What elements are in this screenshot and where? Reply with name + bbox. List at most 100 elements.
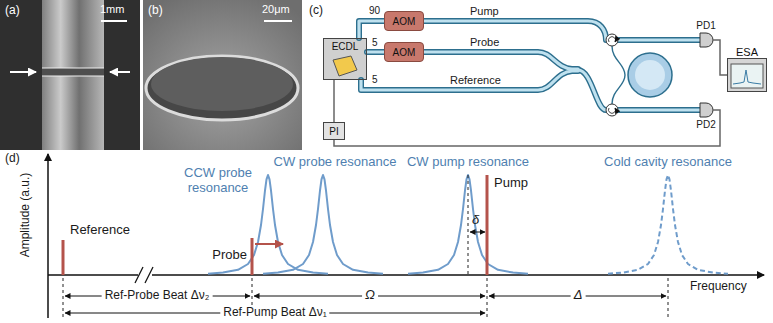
line-label: Probe	[212, 248, 247, 263]
fiber-core	[424, 21, 606, 40]
guide-line	[668, 278, 669, 320]
modulator-box: AOM	[384, 42, 424, 62]
rod-photo	[0, 0, 140, 150]
split-ratio: 5	[372, 37, 378, 49]
fiber-core	[361, 71, 578, 90]
signal-wire	[334, 110, 720, 146]
sem-image	[143, 0, 302, 150]
fiber-core	[618, 108, 700, 111]
resonance-label: CW probe resonance	[274, 155, 397, 170]
wire	[333, 80, 335, 122]
laser-fill	[323, 38, 367, 80]
rod	[42, 0, 104, 150]
rod-groove	[42, 68, 104, 76]
fiber	[618, 107, 700, 113]
disk	[146, 56, 298, 120]
laser-line	[62, 240, 65, 275]
photo-ground	[0, 0, 140, 150]
axis-title: Amplitude (a.u.)	[19, 173, 33, 258]
setup-schematic	[323, 21, 767, 146]
fiber-core	[618, 38, 700, 41]
resonance-label: CW pump resonance	[407, 155, 529, 170]
beam-label: Probe	[470, 36, 499, 49]
photodetector	[700, 33, 713, 47]
scale-bar	[264, 20, 292, 22]
axis	[47, 154, 49, 318]
span-label: Δ	[571, 288, 586, 303]
laser-icon	[333, 56, 357, 76]
pointer-arrow	[10, 71, 36, 73]
guide-line	[63, 278, 64, 320]
groove-edge	[42, 68, 104, 69]
analyzer-screen	[731, 64, 763, 88]
fiber	[361, 71, 578, 90]
axis-break-gap	[138, 268, 152, 282]
fiber-core	[359, 21, 384, 38]
detuning-symbol: δ	[472, 213, 479, 228]
resonator	[628, 53, 672, 97]
box-label: PI	[329, 126, 338, 137]
scale-label: 20μm	[262, 3, 290, 16]
cold-resonance-curve	[608, 175, 728, 274]
laser-line	[486, 175, 489, 275]
fiber	[424, 21, 606, 40]
analyzer-trace	[733, 70, 761, 84]
groove-edge	[42, 76, 104, 77]
line-label: Reference	[70, 223, 130, 238]
beam-label: Reference	[450, 74, 501, 87]
sweep-arrow	[255, 243, 283, 245]
box-label: AOM	[393, 47, 416, 58]
panel-letter: (c)	[309, 4, 323, 18]
panel-letter: (b)	[148, 4, 163, 18]
fiber-core	[424, 52, 578, 69]
circulator-arrow	[608, 37, 615, 42]
axis-break	[145, 267, 153, 283]
axis	[48, 274, 764, 276]
panel-letter: (a)	[5, 4, 20, 18]
panel-letter: (d)	[5, 152, 20, 166]
fiber-core	[367, 50, 384, 53]
box-label: AOM	[393, 16, 416, 27]
resonator-face	[635, 60, 665, 90]
signal-wire	[334, 80, 335, 122]
detector-label: PD1	[696, 20, 715, 32]
resonance-curve	[263, 175, 383, 274]
analyzer-fill	[727, 58, 767, 92]
pointer-arrow	[110, 71, 130, 73]
sem-ground	[143, 0, 302, 150]
spectrum-plot	[48, 154, 764, 320]
guide-line	[487, 278, 488, 320]
fiber	[367, 49, 384, 55]
detuning-arrow	[470, 232, 485, 233]
analyzer-box: ESA	[727, 58, 767, 92]
span-label: Ω	[362, 288, 378, 303]
span-label: Ref-Pump Beat Δν₁	[220, 306, 329, 320]
disk-top	[151, 57, 293, 111]
beam-label: Pump	[470, 5, 499, 18]
scale-bar	[101, 20, 127, 22]
photodetector	[700, 103, 713, 117]
resonance-label: Cold cavity resonance	[604, 155, 732, 170]
circulator	[606, 34, 618, 46]
box-label: ECDL	[332, 41, 359, 52]
modulator-box: AOM	[384, 11, 424, 31]
fiber	[359, 21, 384, 38]
peak-marker	[468, 175, 469, 275]
fiber	[424, 52, 578, 69]
split-ratio: 5	[372, 74, 378, 86]
fiber	[578, 70, 606, 110]
fiber-link	[359, 21, 384, 38]
box-label: ESA	[736, 46, 758, 58]
fiber-core	[578, 70, 606, 110]
axis-title: Frequency	[690, 280, 747, 294]
resonance-label: CCW probe resonance	[176, 166, 260, 196]
span-label: Ref-Probe Beat Δν₂	[102, 289, 213, 303]
scale-label: 1mm	[100, 3, 124, 16]
signal-wire	[713, 40, 727, 75]
line-label: Pump	[494, 176, 528, 191]
laser-box: ECDL	[323, 38, 367, 80]
circulator	[606, 104, 618, 116]
axis-break	[135, 267, 143, 283]
detector-label: PD2	[696, 119, 715, 131]
